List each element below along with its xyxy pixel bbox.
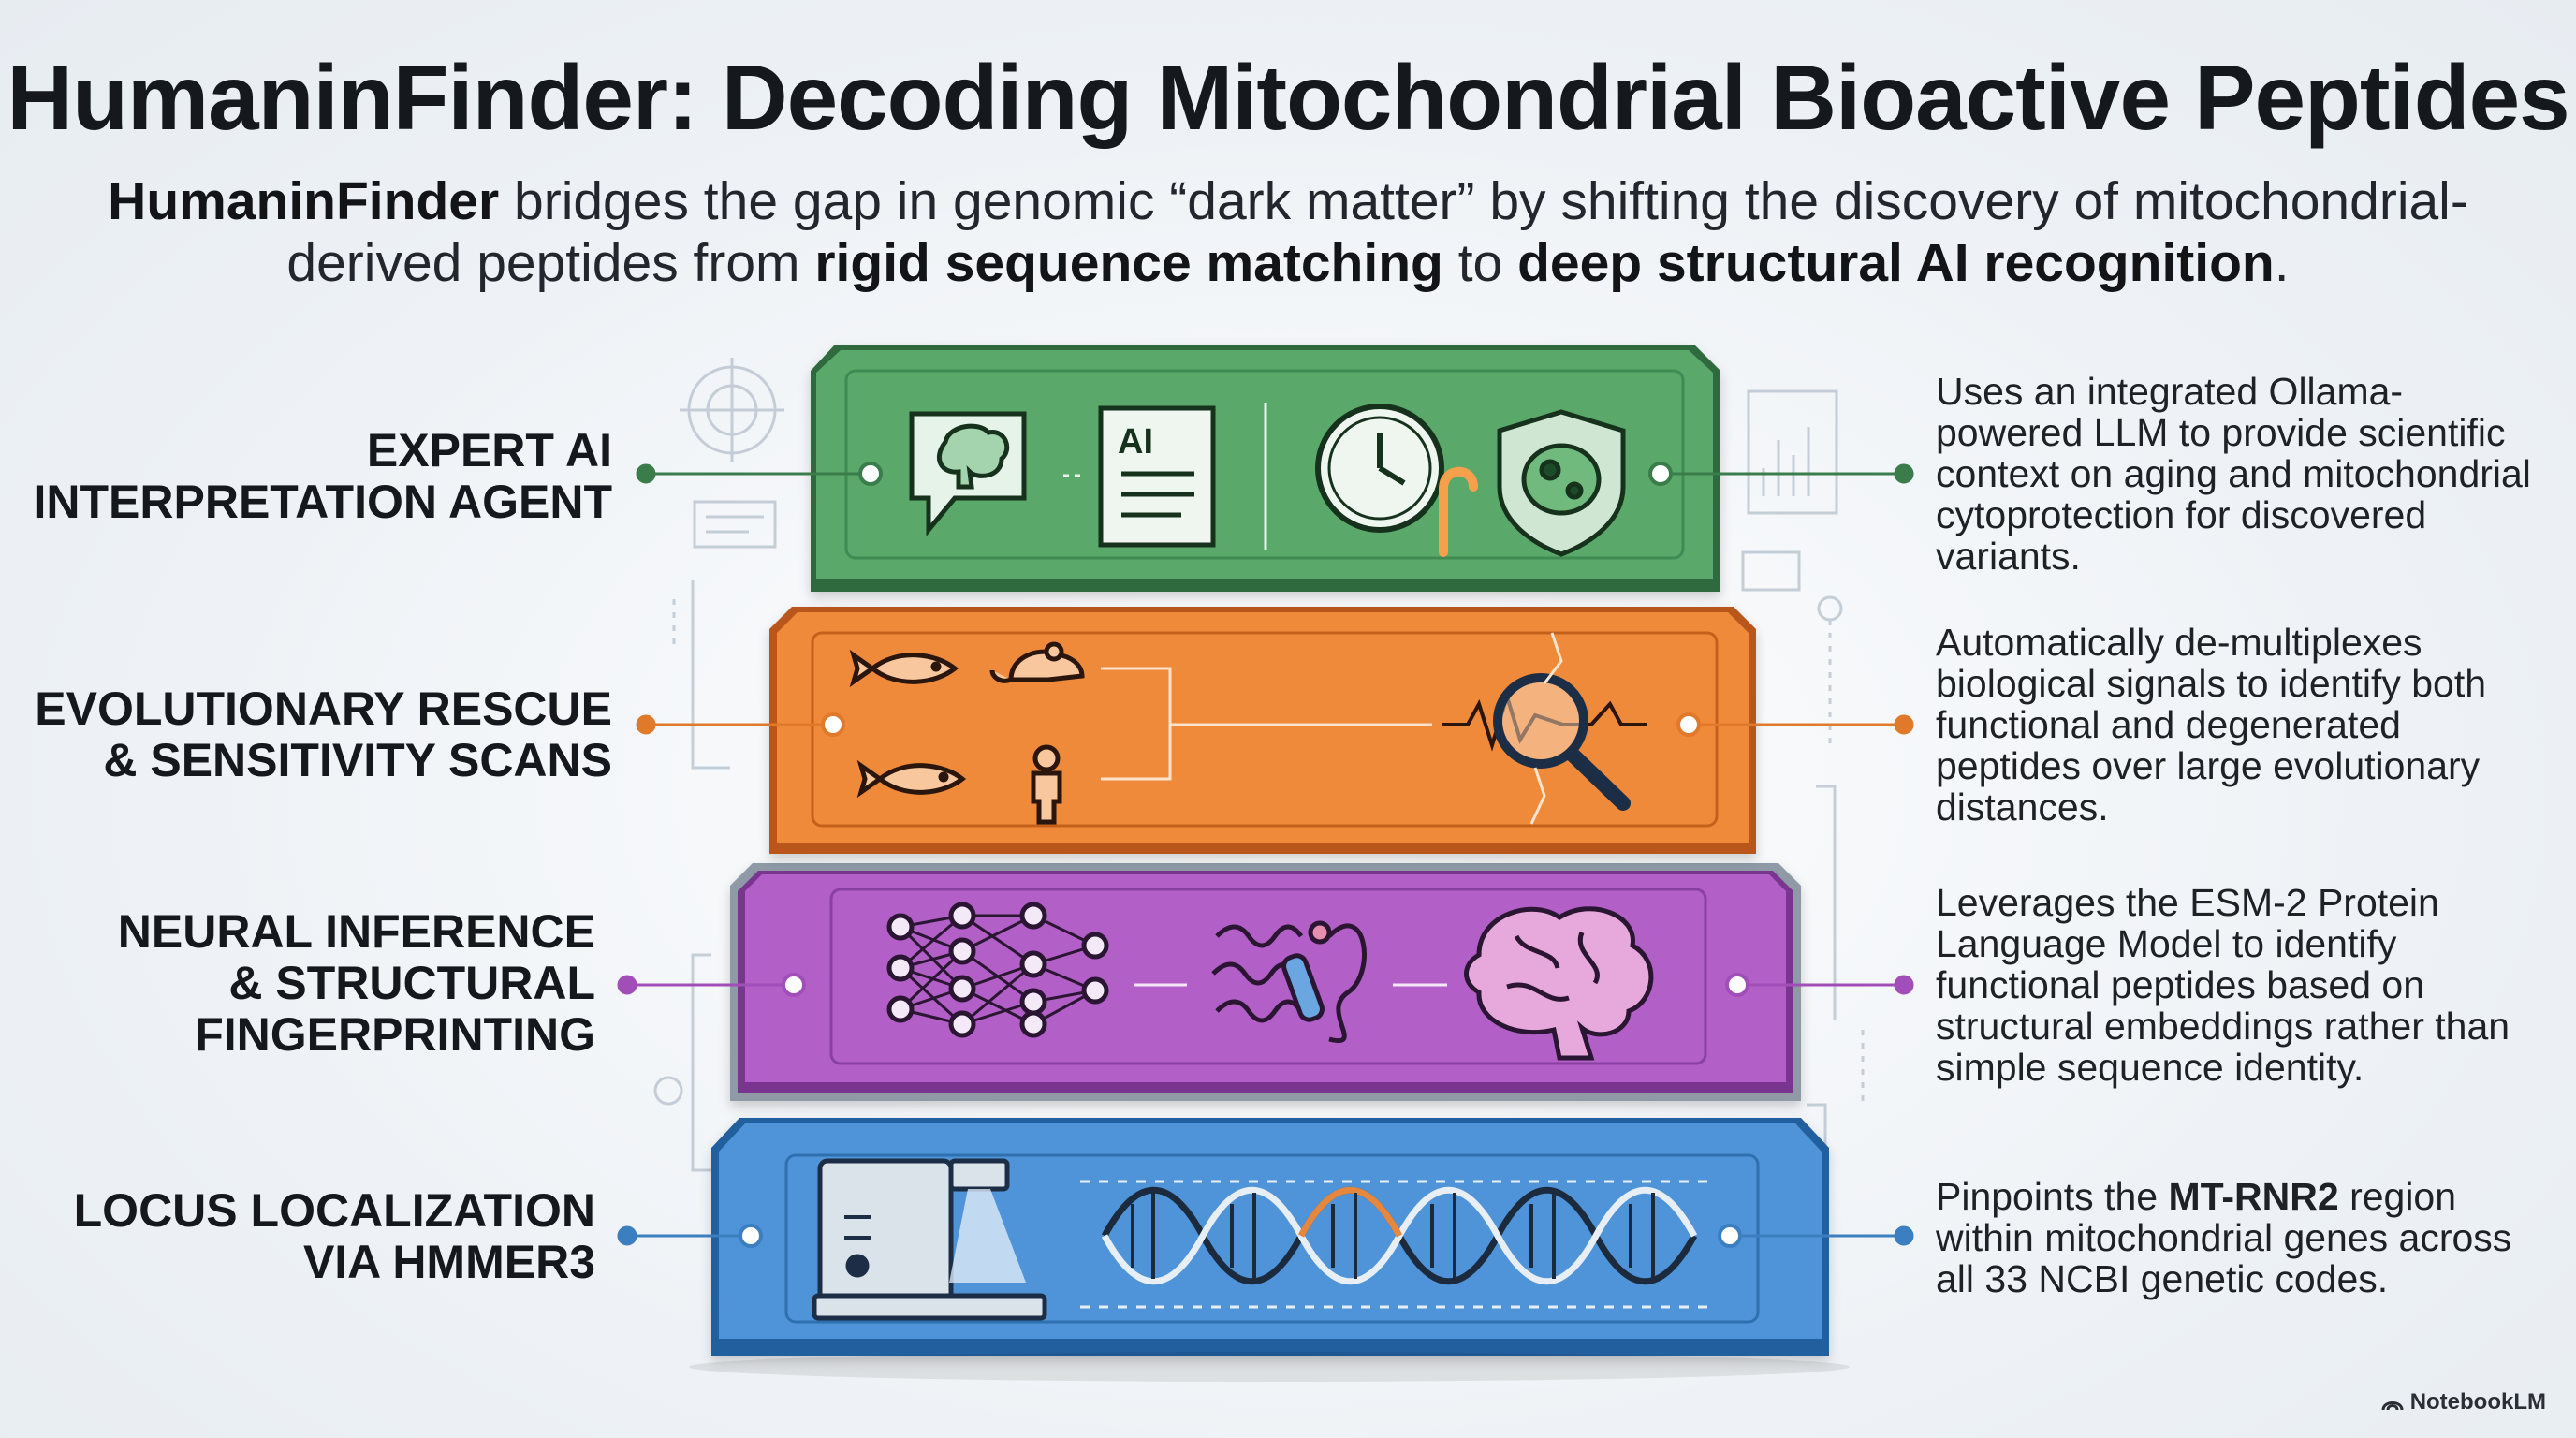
brand-badge: NotebookLM	[2380, 1389, 2546, 1416]
label-line: INTERPRETATION AGENT	[33, 476, 612, 528]
label-line: FINGERPRINTING	[195, 1008, 595, 1061]
label-line: EVOLUTIONARY RESCUE	[35, 682, 612, 735]
description-segment: Pinpoints the	[1936, 1175, 2169, 1218]
mouse-icon	[989, 641, 1085, 683]
description-expert-ai: Uses an integrated Ollama-powered LLM to…	[1936, 371, 2535, 577]
subtitle-segment: bridges the gap in genomic “dark matter”…	[286, 171, 2468, 293]
description-segment: region within mitochondrial genes across…	[1936, 1175, 2512, 1300]
brain-icon	[1464, 906, 1654, 1061]
light-beam-icon	[949, 1189, 1026, 1283]
ai-document-icon: AI	[1098, 405, 1216, 548]
description-segment: MT-RNR2	[2168, 1175, 2339, 1218]
layer-locus-localization	[711, 1118, 1829, 1356]
ai-document-label: AI	[1118, 422, 1153, 462]
layer-neural-inference	[730, 863, 1801, 1101]
label-line: EXPERT AI	[366, 424, 612, 477]
page-subtitle: HumaninFinder bridges the gap in genomic…	[75, 170, 2501, 294]
neural-network-icon	[886, 902, 1109, 1038]
magnifier-signal-icon	[1442, 632, 1647, 825]
human-icon	[1031, 744, 1062, 825]
cane-icon	[1439, 466, 1478, 557]
connector-neural-inference	[617, 973, 1914, 997]
connector-locus-localization	[617, 1224, 1914, 1248]
fish-icon	[849, 649, 959, 688]
label-line: VIA HMMER3	[302, 1236, 595, 1288]
description-segment: Leverages the ESM-2 Protein Language Mod…	[1936, 881, 2510, 1089]
chart-panel-icon	[1747, 389, 1838, 515]
description-segment: Automatically de-multiplexes biological …	[1936, 621, 2487, 829]
panel-icon	[693, 500, 777, 549]
label-line: & SENSITIVITY SCANS	[103, 734, 612, 786]
dna-helix-icon	[1101, 1186, 1698, 1285]
subtitle-segment: deep structural AI recognition	[1517, 233, 2275, 293]
background-decor	[653, 358, 1865, 1172]
description-locus-localization: Pinpoints the MT-RNR2 region within mito…	[1936, 1176, 2535, 1299]
description-evolutionary-rescue: Automatically de-multiplexes biological …	[1936, 622, 2535, 828]
shield-cell-icon	[1497, 409, 1626, 557]
subtitle-segment: rigid sequence matching	[814, 233, 1443, 293]
page-title: HumaninFinder: Decoding Mitochondrial Bi…	[7, 46, 2569, 149]
label-line: & STRUCTURAL	[228, 957, 595, 1009]
protein-structure-icon	[1211, 920, 1367, 1043]
layer-evolutionary-rescue	[769, 607, 1756, 854]
subtitle-segment: .	[2274, 233, 2290, 293]
description-segment: Uses an integrated Ollama-powered LLM to…	[1936, 370, 2531, 578]
label-evolutionary-rescue: EVOLUTIONARY RESCUE& SENSITIVITY SCANS	[35, 683, 612, 786]
connector-expert-ai	[636, 462, 1914, 486]
description-neural-inference: Leverages the ESM-2 Protein Language Mod…	[1936, 882, 2535, 1088]
clock-icon	[1315, 404, 1444, 533]
subtitle-segment: HumaninFinder	[108, 171, 500, 231]
stack-shadow	[689, 1352, 1850, 1382]
notebooklm-logo-icon	[2381, 1401, 2404, 1411]
label-line: NEURAL INFERENCE	[117, 905, 595, 958]
sequencer-icon	[812, 1158, 1047, 1321]
subtitle-segment: to	[1442, 233, 1518, 293]
brain-chat-icon	[909, 411, 1027, 536]
label-line: LOCUS LOCALIZATION	[73, 1184, 595, 1237]
layer-expert-ai: AI	[811, 345, 1720, 592]
connector-evolutionary-rescue	[636, 712, 1914, 737]
fish-icon	[856, 759, 967, 799]
brand-label: NotebookLM	[2409, 1389, 2546, 1415]
